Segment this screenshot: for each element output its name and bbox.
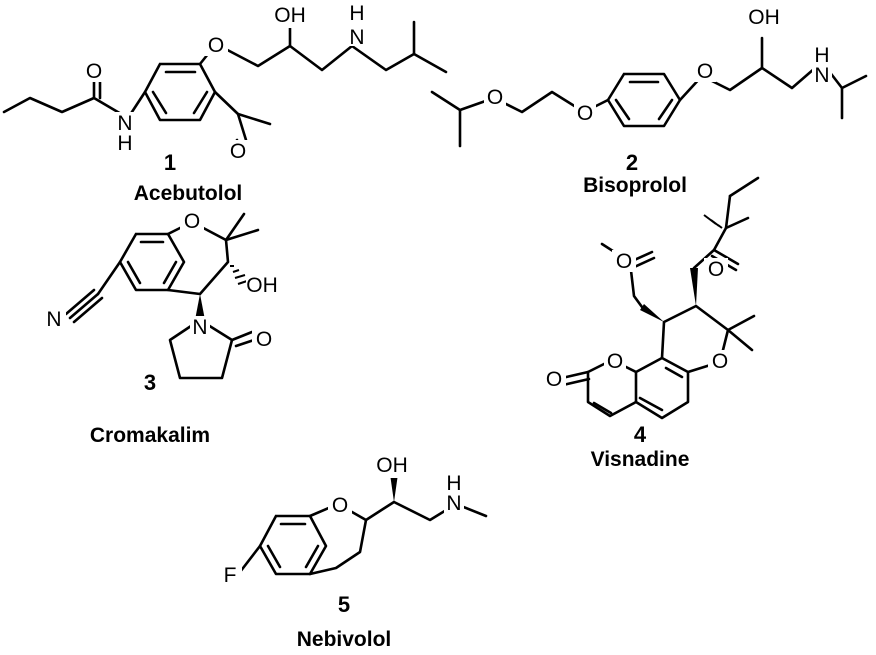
isopropyl-ether-oxygen-label: O	[487, 86, 503, 109]
compound-name-acebutolol: Acebutolol	[134, 182, 243, 205]
amine-n-label: N	[814, 64, 829, 87]
structure-acebutolol: O OH H N O O N H 1 Acebutolol	[2, 2, 448, 205]
structure-bisoprolol: O OH H N O O 2 Bisoprolol	[430, 6, 868, 197]
hydroxyl-label: OH	[246, 274, 278, 297]
compound-name-visnadine: Visnadine	[591, 448, 690, 471]
amine-n-label: N	[446, 492, 461, 515]
compound-name-nebivolol: Nebivolol	[297, 628, 392, 651]
compound-number-3: 3	[144, 370, 156, 395]
carbonyl-oxygen-label: O	[546, 368, 562, 391]
compound-name-cromakalim: Cromakalim	[90, 424, 210, 447]
ring-oxygen-label: O	[184, 210, 200, 233]
compound-number-4: 4	[634, 422, 647, 447]
structure-cromakalim: O OH N N O 3 Cromakalim	[42, 210, 280, 447]
compound-number-2: 2	[626, 150, 638, 175]
amine-h-label: H	[446, 472, 461, 495]
aryl-ether-oxygen-label: O	[577, 102, 593, 125]
amine-n-label: N	[349, 26, 364, 49]
ether-oxygen-label: O	[697, 60, 713, 83]
hydroxyl-label: OH	[274, 4, 306, 27]
ketone-oxygen-label: O	[230, 140, 246, 163]
amide-oxygen-label: O	[86, 60, 102, 83]
lactone-ring-oxygen-label: O	[607, 350, 623, 373]
lactam-oxygen-label: O	[256, 328, 272, 351]
amine-h-label: H	[349, 2, 364, 25]
structure-visnadine: O O O O O 4 Visnadine	[542, 176, 760, 471]
ether-oxygen-label: O	[208, 34, 224, 57]
sidechain-oxygen-label: O	[708, 258, 724, 281]
compound-name-bisoprolol: Bisoprolol	[583, 174, 687, 197]
nitrile-n-label: N	[46, 308, 61, 331]
acetonyl-oxygen-label: O	[616, 250, 632, 273]
lactam-n-label: N	[192, 316, 207, 339]
amine-h-label: H	[814, 44, 829, 67]
hydroxyl-label: OH	[376, 454, 408, 477]
hydroxyl-label: OH	[748, 6, 780, 29]
compound-number-5: 5	[338, 592, 350, 617]
pyran-oxygen-label: O	[712, 350, 728, 373]
fluorine-label: F	[224, 564, 237, 587]
amide-n-label: N	[117, 112, 132, 135]
compound-number-1: 1	[164, 150, 176, 175]
ring-oxygen-label: O	[332, 494, 348, 517]
amide-h-label: H	[117, 132, 132, 155]
structure-nebivolol: O OH H N F 5 Nebivolol	[220, 454, 488, 651]
